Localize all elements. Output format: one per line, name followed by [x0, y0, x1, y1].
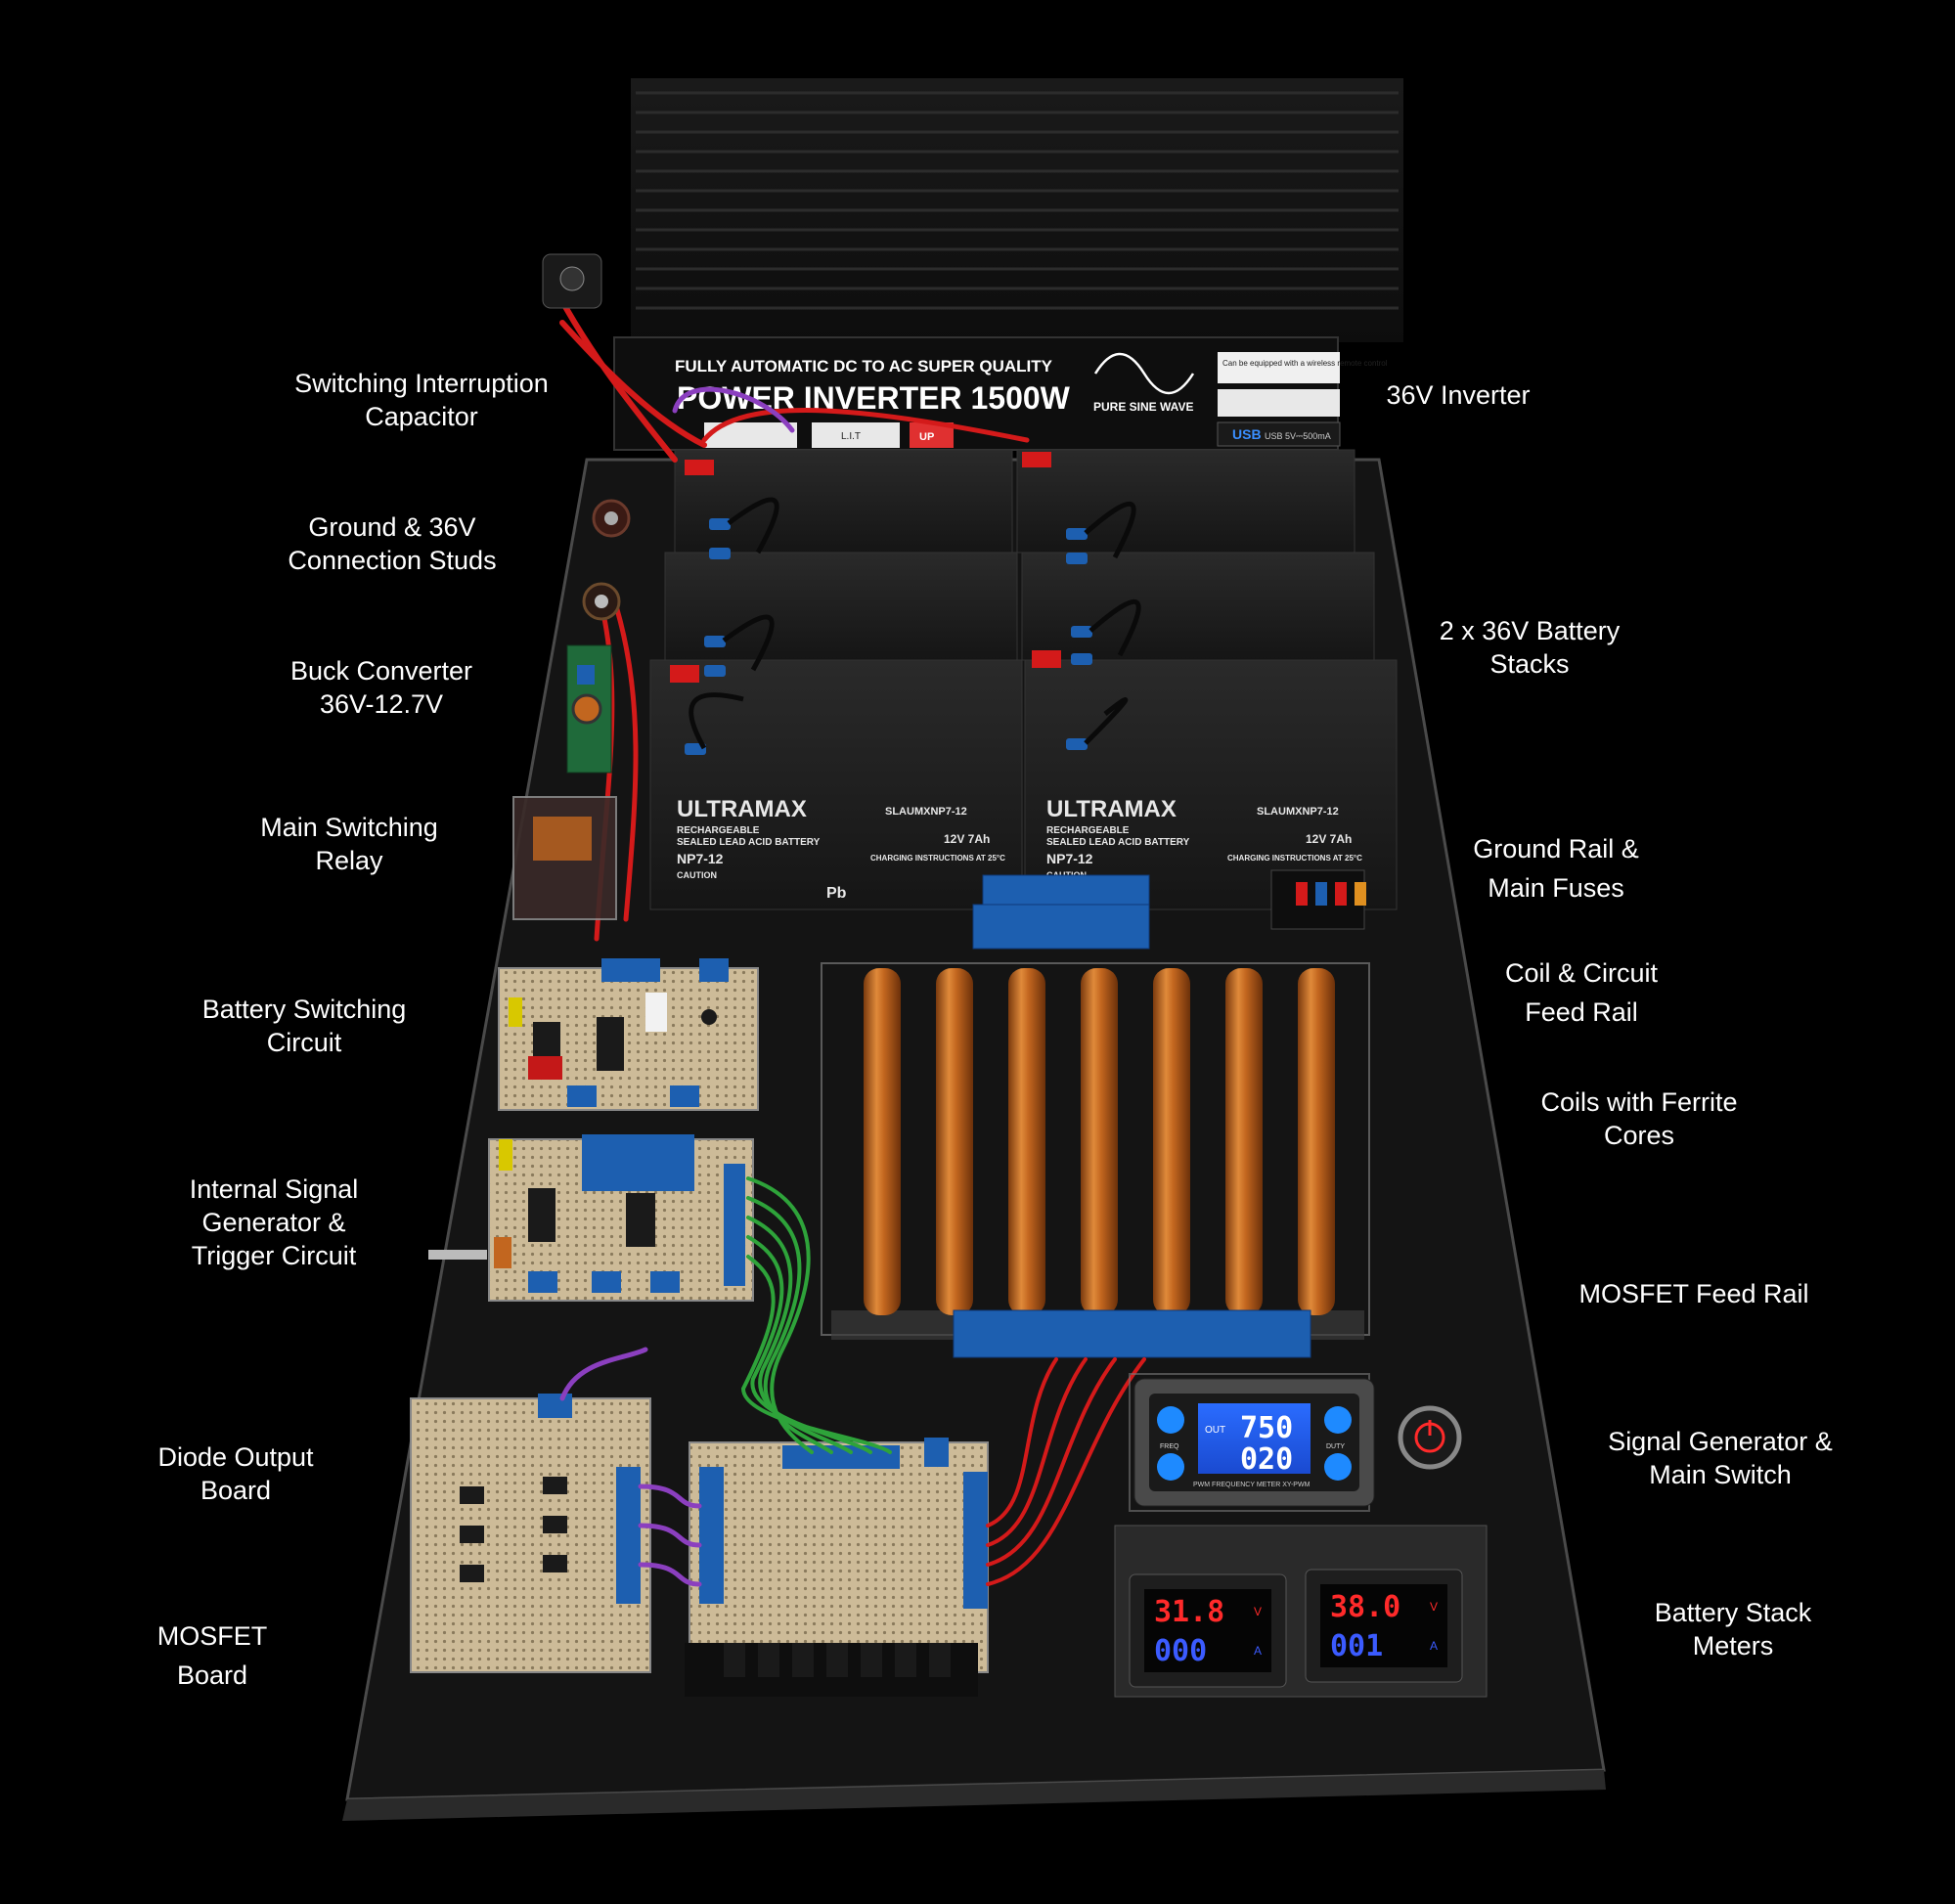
battery-stack-meters: 31.8 V 000 A 38.0 V 001 A — [1114, 1525, 1488, 1698]
svg-text:SLAUMXNP7-12: SLAUMXNP7-12 — [885, 806, 967, 818]
svg-text:RECHARGEABLE: RECHARGEABLE — [1046, 825, 1130, 836]
ground-rail-fuses — [1296, 882, 1366, 906]
svg-text:OUT: OUT — [1205, 1425, 1225, 1436]
duty-up-button[interactable] — [1324, 1406, 1352, 1434]
svg-text:SEALED LEAD ACID BATTERY: SEALED LEAD ACID BATTERY — [677, 837, 821, 848]
usb-spec: USB 5V⎓500mA — [1265, 431, 1331, 441]
battery-switching-board — [498, 958, 759, 1111]
inverter-header: FULLY AUTOMATIC DC TO AC SUPER QUALITY — [675, 357, 1053, 376]
svg-text:V: V — [1430, 1600, 1438, 1614]
battery-label-right: ULTRAMAX SLAUMXNP7-12 RECHARGEABLE SEALE… — [1046, 796, 1362, 880]
label-mosfet-feed-rail: MOSFET Feed Rail — [1578, 1279, 1809, 1308]
meter-right-volts: 38.0 — [1330, 1590, 1400, 1624]
svg-text:Pb: Pb — [826, 885, 847, 902]
svg-text:NP7-12: NP7-12 — [1046, 851, 1093, 866]
svg-text:CHARGING INSTRUCTIONS AT 25°C: CHARGING INSTRUCTIONS AT 25°C — [1227, 854, 1362, 863]
mosfet-board — [685, 1438, 989, 1697]
svg-text:RECHARGEABLE: RECHARGEABLE — [677, 825, 760, 836]
inverter-title: POWER INVERTER 1500W — [677, 380, 1071, 416]
switching-capacitor — [542, 253, 602, 309]
svg-text:12V 7Ah: 12V 7Ah — [944, 832, 990, 846]
mosfet-feed-rail — [953, 1309, 1311, 1358]
svg-text:ULTRAMAX: ULTRAMAX — [1046, 796, 1177, 822]
pwm-duty-readout: 020 — [1240, 1442, 1293, 1477]
signal-generator: FREQ DUTY OUT 750 020 PWM FREQUENCY METE… — [1129, 1373, 1375, 1512]
label-ground-rail-fuses: Ground Rail &Main Fuses — [1473, 834, 1639, 903]
meter-left: 31.8 V 000 A — [1154, 1595, 1262, 1668]
svg-text:V: V — [1254, 1605, 1262, 1618]
label-signal-generator-switch: Signal Generator &Main Switch — [1608, 1427, 1833, 1489]
usb-badge: USB — [1232, 426, 1262, 442]
meter-right-amps: 001 — [1330, 1629, 1383, 1663]
coil-feed-rail — [972, 869, 1365, 950]
svg-text:CHARGING INSTRUCTIONS AT 25°C: CHARGING INSTRUCTIONS AT 25°C — [870, 854, 1005, 863]
signal-trigger-board — [428, 1134, 754, 1302]
svg-text:A: A — [1254, 1644, 1262, 1658]
meter-left-volts: 31.8 — [1154, 1595, 1224, 1629]
label-inverter: 36V Inverter — [1386, 380, 1531, 410]
lit-badge: L.I.T — [841, 431, 861, 442]
pure-sine-wave-label: PURE SINE WAVE — [1093, 400, 1193, 414]
meter-right: 38.0 V 001 A — [1330, 1590, 1438, 1663]
up-badge: UP — [919, 431, 934, 443]
svg-text:DUTY: DUTY — [1326, 1443, 1345, 1450]
connection-studs — [582, 499, 631, 621]
diode-output-board — [410, 1394, 651, 1673]
duty-down-button[interactable] — [1324, 1453, 1352, 1481]
svg-text:NP7-12: NP7-12 — [677, 851, 724, 866]
signal-wiring — [559, 1176, 1146, 1587]
pwm-frequency-readout: 750 — [1240, 1411, 1293, 1445]
buck-converter — [566, 644, 612, 774]
svg-text:PWM FREQUENCY METER XY-PWM: PWM FREQUENCY METER XY-PWM — [1193, 1482, 1311, 1488]
battery-label-left: ULTRAMAX SLAUMXNP7-12 RECHARGEABLE SEALE… — [677, 796, 1005, 902]
svg-text:SLAUMXNP7-12: SLAUMXNP7-12 — [1257, 806, 1339, 818]
svg-text:CAUTION: CAUTION — [677, 870, 717, 880]
svg-text:SEALED LEAD ACID BATTERY: SEALED LEAD ACID BATTERY — [1046, 837, 1190, 848]
svg-text:A: A — [1430, 1639, 1438, 1653]
freq-up-button[interactable] — [1157, 1406, 1184, 1434]
freq-down-button[interactable] — [1157, 1453, 1184, 1481]
sine-wave-icon — [1093, 352, 1195, 395]
pwm-lcd — [1198, 1403, 1311, 1474]
meter-left-amps: 000 — [1154, 1634, 1207, 1668]
svg-text:ULTRAMAX: ULTRAMAX — [677, 796, 807, 822]
svg-text:12V 7Ah: 12V 7Ah — [1306, 832, 1352, 846]
main-power-switch[interactable] — [1398, 1405, 1462, 1470]
battery-stacks: ULTRAMAX SLAUMXNP7-12 RECHARGEABLE SEALE… — [649, 449, 1398, 910]
main-switching-relay — [512, 796, 617, 920]
svg-text:FREQ: FREQ — [1160, 1443, 1179, 1450]
remote-note: Can be equipped with a wireless remote c… — [1222, 359, 1388, 368]
